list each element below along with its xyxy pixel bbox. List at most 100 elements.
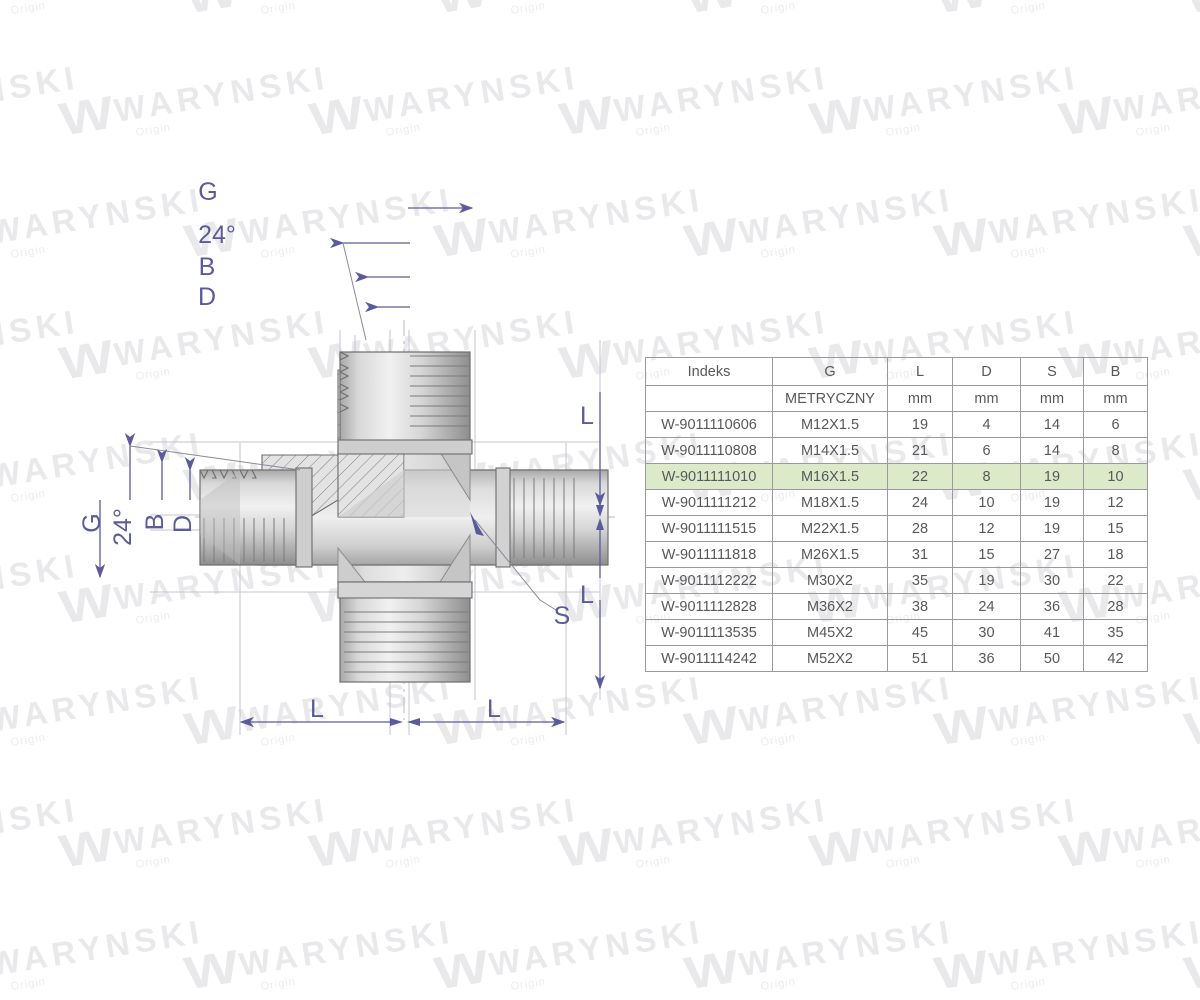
column-header-s: S — [1020, 357, 1084, 386]
cell-l: 22 — [887, 463, 953, 490]
label-left-b: B — [141, 514, 169, 531]
cell-b: 15 — [1083, 515, 1148, 542]
port-top-shank — [339, 351, 471, 453]
unit-cell-3: mm — [952, 385, 1021, 412]
port-right-collar — [495, 467, 511, 568]
port-top-collar — [337, 439, 473, 455]
cell-l: 45 — [887, 619, 953, 646]
cell-d: 8 — [952, 463, 1021, 490]
port-bottom — [337, 581, 473, 683]
cell-b: 12 — [1083, 489, 1148, 516]
cell-b: 6 — [1083, 411, 1148, 438]
label-top-d: D — [198, 283, 216, 311]
cell-indeks: W-9011111515 — [645, 515, 773, 542]
cell-l: 35 — [887, 567, 953, 594]
label-right-l-top: L — [580, 402, 594, 430]
dim-arrow-right-mid-dn — [596, 518, 604, 530]
cell-g: M14X1.5 — [772, 437, 888, 464]
label-top-b: B — [199, 253, 216, 281]
label-left-angle: 24° — [109, 508, 137, 546]
cell-l: 31 — [887, 541, 953, 568]
cell-d: 30 — [952, 619, 1021, 646]
column-header-l: L — [887, 357, 953, 386]
cell-s: 50 — [1020, 645, 1084, 672]
cell-g: M12X1.5 — [772, 411, 888, 438]
cell-g: M22X1.5 — [772, 515, 888, 542]
port-left-threads — [203, 518, 285, 562]
cell-g: M36X2 — [772, 593, 888, 620]
port-bottom-collar — [337, 581, 473, 599]
cross-fitting-body — [199, 351, 609, 683]
column-header-indeks: Indeks — [645, 357, 773, 386]
unit-cell-1: METRYCZNY — [772, 385, 888, 412]
leader-s — [474, 519, 541, 601]
cell-d: 24 — [952, 593, 1021, 620]
cell-d: 19 — [952, 567, 1021, 594]
port-right-threads — [513, 478, 575, 558]
cell-d: 12 — [952, 515, 1021, 542]
port-left — [199, 467, 313, 568]
label-left-g: G — [78, 513, 106, 532]
cell-s: 27 — [1020, 541, 1084, 568]
unit-cell-0 — [645, 385, 773, 412]
cell-indeks: W-9011111818 — [645, 541, 773, 568]
column-header-b: B — [1083, 357, 1148, 386]
label-top-g: G — [198, 178, 217, 206]
cell-g: M16X1.5 — [772, 463, 888, 490]
cell-d: 36 — [952, 645, 1021, 672]
cell-indeks: W-9011114242 — [645, 645, 773, 672]
port-right — [495, 467, 609, 568]
cell-s: 19 — [1020, 489, 1084, 516]
cell-b: 22 — [1083, 567, 1148, 594]
port-right-shank — [507, 469, 609, 566]
port-left-collar — [295, 467, 313, 568]
cell-g: M26X1.5 — [772, 541, 888, 568]
cell-s: 36 — [1020, 593, 1084, 620]
cell-g: M18X1.5 — [772, 489, 888, 516]
column-header-d: D — [952, 357, 1021, 386]
cell-d: 6 — [952, 437, 1021, 464]
cell-s: 19 — [1020, 463, 1084, 490]
cell-b: 28 — [1083, 593, 1148, 620]
dim-arrow-right-mid-up — [596, 505, 604, 517]
cell-b: 42 — [1083, 645, 1148, 672]
label-bottom-l-left: L — [310, 695, 324, 723]
cell-indeks: W-9011112222 — [645, 567, 773, 594]
cell-b: 8 — [1083, 437, 1148, 464]
leader-s-tail — [539, 599, 557, 611]
cell-l: 51 — [887, 645, 953, 672]
dimension-lines — [94, 202, 606, 728]
cell-d: 10 — [952, 489, 1021, 516]
cell-g: M45X2 — [772, 619, 888, 646]
column-header-g: G — [772, 357, 888, 386]
cell-s: 14 — [1020, 437, 1084, 464]
label-left-d: D — [169, 515, 197, 533]
port-top — [337, 351, 473, 455]
body-chamfer-left — [258, 470, 404, 517]
unit-cell-5: mm — [1083, 385, 1148, 412]
cell-indeks: W-9011111010 — [645, 463, 773, 490]
cell-s: 19 — [1020, 515, 1084, 542]
label-top-angle: 24° — [198, 221, 236, 249]
cell-s: 41 — [1020, 619, 1084, 646]
cell-indeks: W-9011110808 — [645, 437, 773, 464]
cell-l: 21 — [887, 437, 953, 464]
cell-indeks: W-9011110606 — [645, 411, 773, 438]
leader-top-angle — [342, 242, 367, 341]
cell-b: 35 — [1083, 619, 1148, 646]
dim-arrow-bottom-mid-l — [390, 718, 403, 726]
